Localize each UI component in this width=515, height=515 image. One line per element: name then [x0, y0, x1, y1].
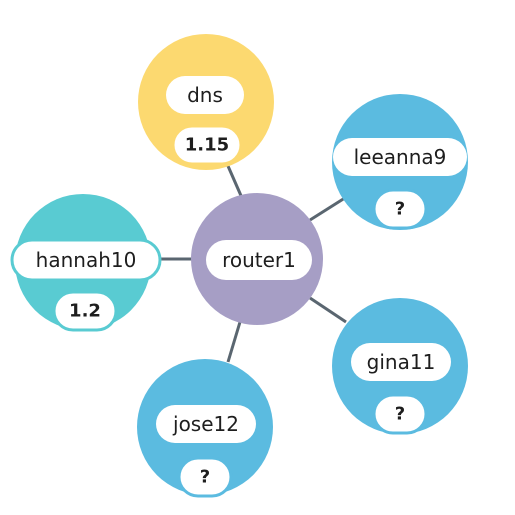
node-router1[interactable]: router1 — [191, 193, 323, 325]
node-jose12-value-badge — [177, 456, 233, 498]
node-dns[interactable]: dns 1.15 — [138, 34, 274, 170]
node-hannah10[interactable]: hannah10 1.2 — [10, 194, 162, 332]
node-dns-value: 1.15 — [185, 135, 229, 156]
edge-router1-jose12 — [226, 321, 242, 363]
edge-router1-dns — [226, 165, 244, 199]
node-gina11-value-badge — [372, 393, 428, 435]
node-gina11-value: ? — [395, 404, 405, 425]
node-leeanna9[interactable]: leeanna9 ? — [332, 94, 468, 230]
node-jose12-label-pill — [156, 405, 256, 443]
node-router1-label-pill — [206, 240, 312, 280]
node-jose12[interactable]: jose12 ? — [137, 359, 273, 498]
node-jose12-label: jose12 — [172, 412, 239, 436]
node-leeanna9-value-badge — [372, 188, 428, 230]
node-gina11[interactable]: gina11 ? — [332, 298, 468, 435]
node-dns-label: dns — [187, 83, 223, 107]
node-router1-label: router1 — [222, 248, 296, 272]
node-hannah10-value-badge — [52, 290, 118, 332]
node-hannah10-value: 1.2 — [69, 301, 101, 322]
node-leeanna9-label: leeanna9 — [354, 145, 447, 169]
edge-router1-leeanna9 — [309, 194, 349, 222]
node-gina11-label-pill — [351, 343, 451, 381]
node-hannah10-label-pill — [10, 238, 162, 282]
node-hannah10-label: hannah10 — [36, 248, 137, 272]
node-jose12-value: ? — [200, 467, 210, 488]
node-leeanna9-label-pill — [333, 138, 467, 176]
node-dns-value-badge — [171, 124, 243, 166]
edges — [160, 165, 349, 363]
node-leeanna9-value: ? — [395, 199, 405, 220]
node-dns-label-pill — [166, 76, 244, 114]
edge-router1-gina11 — [309, 296, 347, 324]
node-gina11-label: gina11 — [367, 350, 436, 374]
